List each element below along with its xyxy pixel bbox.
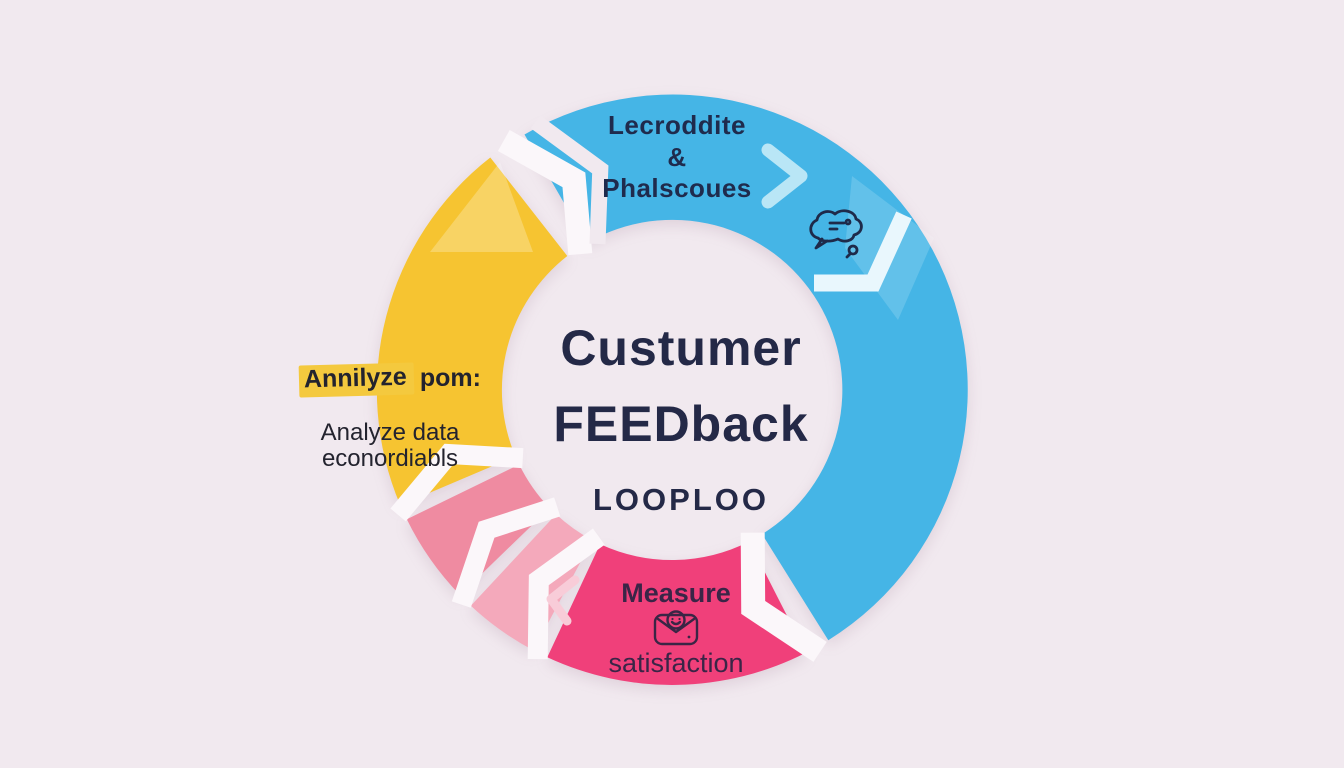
step-label-collect: Lecroddite & Phalscoues (602, 110, 752, 204)
measure-line-2: satisfaction (608, 648, 744, 678)
segment-analyze-data (376, 157, 568, 506)
chevron-left-icon (546, 575, 580, 626)
measure-line-1: Measure (621, 578, 731, 608)
title-line-2: FEEDback (553, 396, 809, 452)
heading-rest: pom: (419, 363, 481, 392)
title-line-1: Custumer (560, 320, 802, 376)
envelope-smiley-icon (653, 610, 699, 646)
highlighted-word: Annilyze (298, 362, 415, 397)
gap-chevron-pink-pink (451, 497, 561, 608)
step-label-measure: Measure satisfaction (576, 580, 776, 677)
analyze-subtext: Analyze data econordiabls (320, 419, 460, 472)
gap-chevron-yellow-blue (497, 130, 593, 256)
chat-doodle-icon (809, 209, 863, 259)
gap-chevron-magenta-pink (527, 528, 605, 660)
chevron-down-icon (814, 211, 912, 292)
gap-chevron-pink-yellow (390, 443, 524, 522)
title-line-3: LOOPLOO (593, 482, 769, 517)
segment-collect-feedback (524, 94, 968, 641)
yellow-facet (430, 162, 533, 252)
chevron-right-icon (761, 143, 808, 209)
blue-tail-notch (530, 115, 609, 245)
gap-chevron-blue-magenta (740, 532, 827, 662)
diagram-title: Custumer FEEDback LOOPLOO (481, 305, 881, 533)
